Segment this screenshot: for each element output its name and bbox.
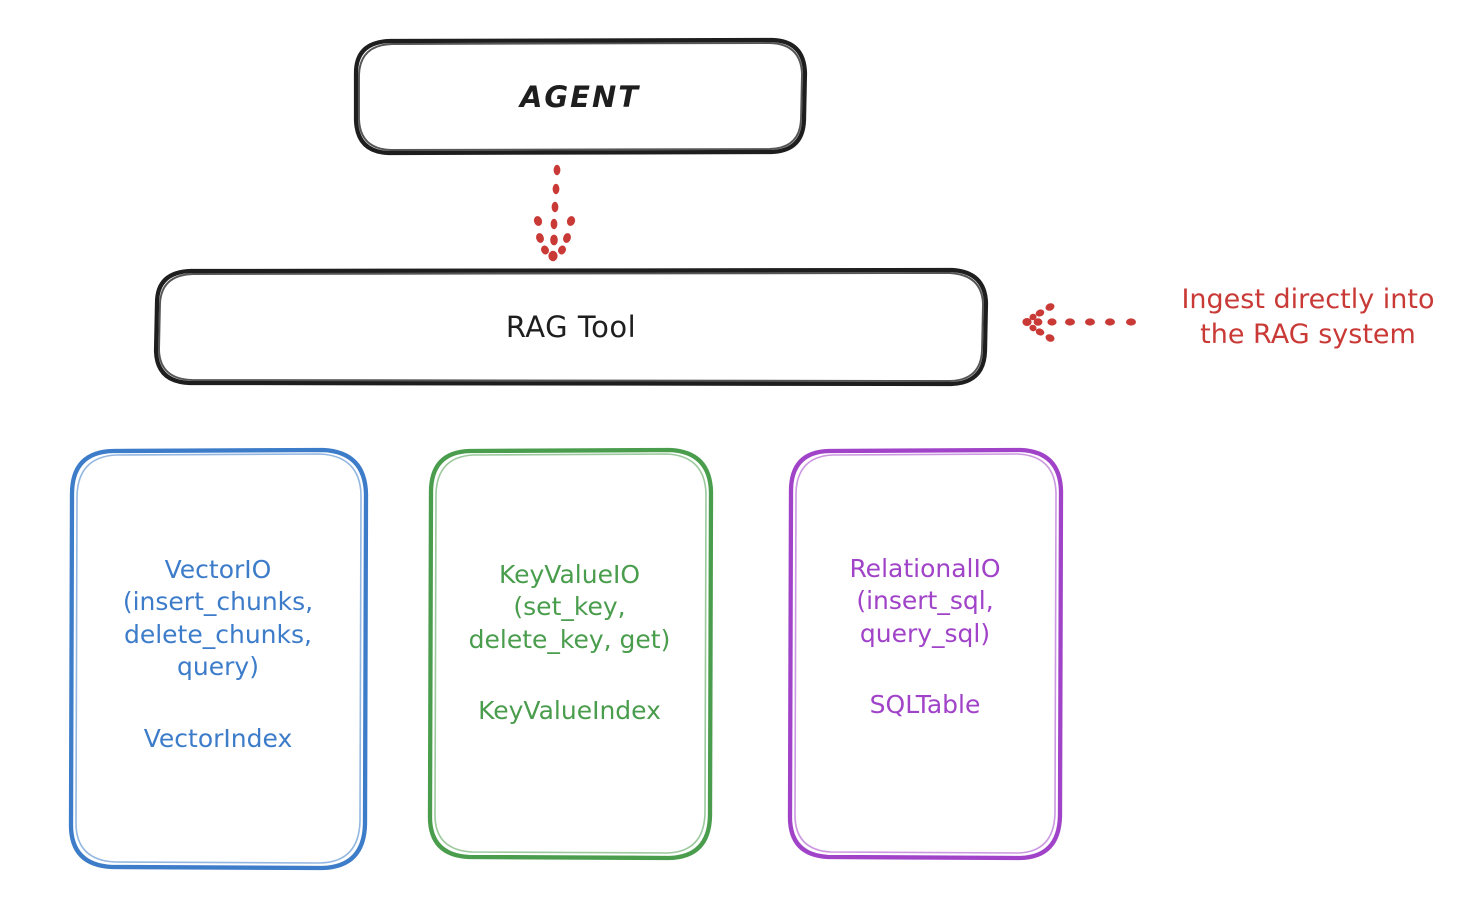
agent-to-rag-arrow	[533, 164, 576, 262]
ingest-annotation-arrow	[1022, 303, 1136, 342]
agent-label: AGENT	[519, 79, 641, 114]
rag-tool-label: RAG Tool	[505, 310, 637, 344]
key-value-io-node[interactable]: KeyValueIO (set_key, delete_key, get) Ke…	[428, 450, 711, 858]
relational-io-content: RelationalIO (insert_sql, query_sql) SQL…	[790, 553, 1060, 720]
vector-io-title: VectorIO (insert_chunks, delete_chunks, …	[122, 554, 314, 682]
rag-tool-node[interactable]: RAG Tool	[156, 270, 986, 384]
key-value-index-label: KeyValueIndex	[478, 696, 661, 726]
vector-io-content: VectorIO (insert_chunks, delete_chunks, …	[70, 554, 366, 753]
key-value-io-title: KeyValueIO (set_key, delete_key, get)	[468, 559, 671, 654]
vector-io-node[interactable]: VectorIO (insert_chunks, delete_chunks, …	[70, 450, 366, 868]
relational-io-node[interactable]: RelationalIO (insert_sql, query_sql) SQL…	[790, 450, 1060, 858]
sql-table-label: SQLTable	[869, 690, 981, 720]
agent-node[interactable]: AGENT	[355, 40, 805, 153]
ingest-annotation-text: Ingest directly into the RAG system	[1181, 284, 1435, 351]
relational-io-title: RelationalIO (insert_sql, query_sql)	[849, 553, 1001, 648]
key-value-io-content: KeyValueIO (set_key, delete_key, get) Ke…	[428, 559, 711, 726]
vector-index-label: VectorIndex	[143, 723, 293, 753]
